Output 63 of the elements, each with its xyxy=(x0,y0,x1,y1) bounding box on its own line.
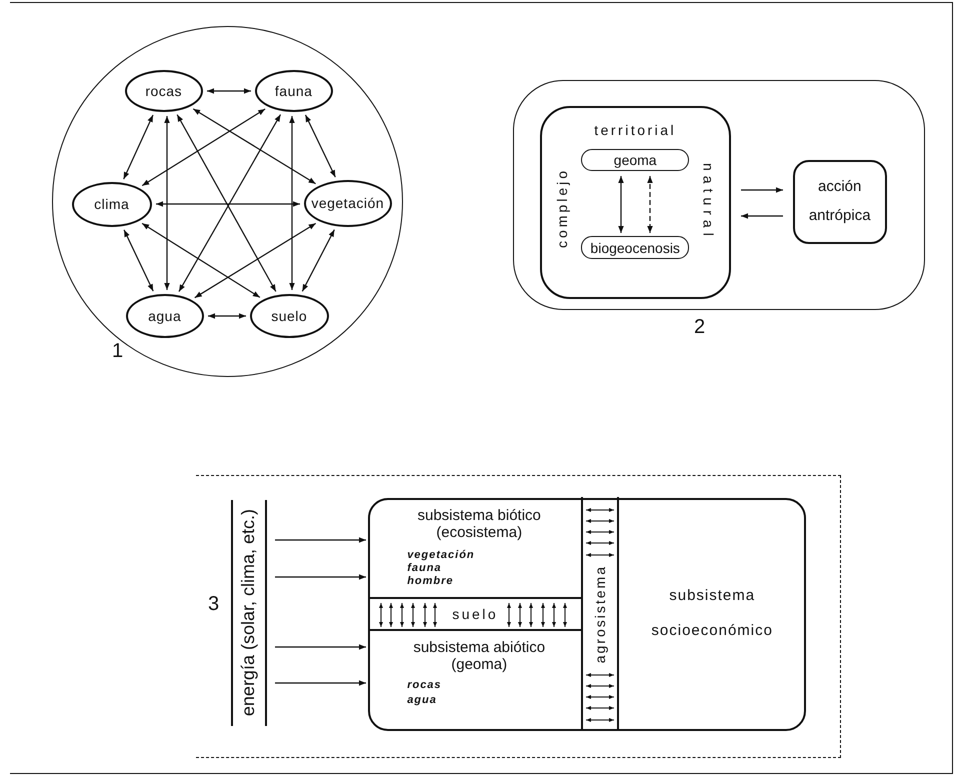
double-arrow xyxy=(192,108,316,184)
oval-node xyxy=(126,294,204,338)
arrow xyxy=(275,644,366,650)
rounded-box xyxy=(581,236,690,260)
double-arrow xyxy=(618,176,624,233)
node-label: clima xyxy=(94,196,130,212)
dashed-frame xyxy=(196,475,841,758)
arrow xyxy=(275,574,366,580)
subsystem-heading: subsistema abiótico (geoma) xyxy=(412,639,546,674)
double-arrow xyxy=(207,88,251,94)
list-item: vegetación xyxy=(407,549,475,562)
node-label: suelo xyxy=(271,308,308,324)
circle-outline xyxy=(52,26,403,377)
bracket-bars xyxy=(230,500,267,726)
list-item: rocas xyxy=(407,679,442,692)
node-label: agua xyxy=(148,308,182,324)
node-label: geoma xyxy=(614,152,657,168)
arrow xyxy=(741,187,783,193)
panel-number: 2 xyxy=(694,316,706,339)
double-arrow xyxy=(194,222,316,298)
node-label: territorial xyxy=(593,122,678,138)
node-label: rocas xyxy=(145,82,182,99)
double-arrow xyxy=(142,108,266,186)
double-arrow xyxy=(123,114,154,180)
vertical-label: complejo xyxy=(554,168,570,248)
node-label: subsistema socioeconómico xyxy=(650,586,774,641)
double-arrow xyxy=(304,114,336,178)
node-label: suelo xyxy=(452,606,498,622)
oval-node xyxy=(254,70,333,112)
oval-node xyxy=(124,70,203,112)
double-arrow xyxy=(302,229,335,292)
vertical-label: agrosistema xyxy=(592,564,608,663)
list-item: agua xyxy=(407,694,437,706)
subsystem-heading: subsistema biótico (ecosistema) xyxy=(416,507,542,542)
list-item: fauna xyxy=(407,562,442,574)
double-arrow xyxy=(647,176,653,233)
double-arrow xyxy=(164,116,170,290)
arrow xyxy=(275,537,366,543)
node-label: vegetación xyxy=(311,195,384,212)
node-label: acción antrópica xyxy=(808,177,872,226)
rounded-frame xyxy=(513,80,925,310)
node-label: fauna xyxy=(274,82,312,99)
double-arrow xyxy=(142,222,260,298)
vertical-label: natural xyxy=(700,162,717,240)
list-item: hombre xyxy=(407,575,454,588)
node-label: biogeocenosis xyxy=(590,240,680,256)
double-arrow xyxy=(156,201,300,207)
panel-number: 1 xyxy=(112,340,124,363)
rounded-box xyxy=(540,106,731,299)
oval-node xyxy=(304,180,392,227)
oval-node xyxy=(250,294,329,338)
double-arrow xyxy=(208,313,246,319)
vertical-label: energía (solar, clima, etc.) xyxy=(238,509,260,716)
rounded-box xyxy=(368,498,806,731)
oval-node xyxy=(72,182,152,227)
panel-number: 3 xyxy=(208,593,220,616)
rounded-box xyxy=(792,160,887,244)
arrow xyxy=(275,680,366,686)
agrosystem-band xyxy=(581,497,620,730)
double-arrow xyxy=(289,116,295,290)
double-arrow xyxy=(124,230,154,292)
rounded-box xyxy=(581,149,690,172)
arrow xyxy=(741,213,783,219)
